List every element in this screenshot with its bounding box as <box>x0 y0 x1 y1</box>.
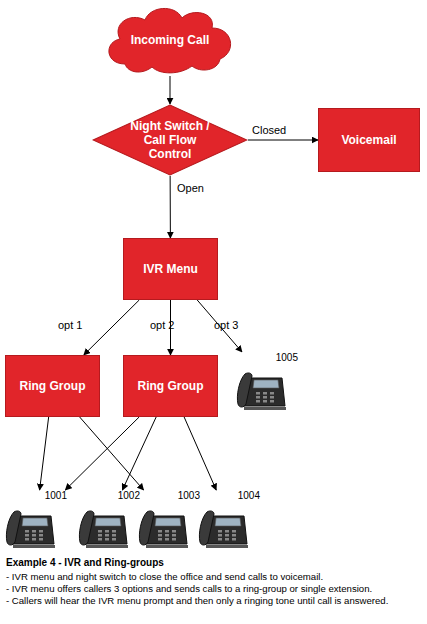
edge-label: Open <box>177 182 204 194</box>
extension-number: 1002 <box>118 490 140 501</box>
title-text: Example 4 - IVR and Ring-groups <box>6 557 164 568</box>
edge-label: Closed <box>252 124 286 136</box>
phone-node: 1002 <box>78 490 140 548</box>
note-line: - Callers will hear the IVR menu prompt … <box>6 595 424 607</box>
process-box: Voicemail <box>318 108 420 172</box>
edge-label: opt 3 <box>214 319 238 331</box>
connector-arrow <box>40 417 49 490</box>
connector-arrow <box>122 417 156 490</box>
connector-arrow <box>65 417 139 490</box>
connector-arrow <box>170 176 171 238</box>
extension-number: 1003 <box>178 490 200 501</box>
shape-fill <box>93 105 247 175</box>
decision-diamond: Night Switch / Call Flow Control <box>92 104 248 176</box>
connector-arrow <box>80 417 144 490</box>
node-text: Ring Group <box>138 379 204 393</box>
connector-arrow <box>197 300 242 352</box>
note-line: - IVR menu offers callers 3 options and … <box>6 583 424 595</box>
process-box: Ring Group <box>5 355 100 417</box>
node-text: Incoming Call <box>131 33 210 47</box>
phone-node: 1004 <box>198 490 260 548</box>
edge-label: opt 2 <box>150 319 174 331</box>
connector-arrow <box>184 417 216 490</box>
notes-block: - IVR menu and night switch to close the… <box>6 571 424 607</box>
cloud-shape: Incoming Call <box>100 4 240 76</box>
node-text: Ring Group <box>20 379 86 393</box>
phone-node: 1001 <box>5 490 67 548</box>
phone-icon <box>198 504 248 548</box>
connector-arrow <box>170 76 171 104</box>
node-text: Voicemail <box>341 133 396 147</box>
node-text: IVR Menu <box>143 262 198 276</box>
phone-icon <box>236 366 286 410</box>
phone-node: 1005 <box>236 352 298 410</box>
process-box: Ring Group <box>123 355 218 417</box>
phone-icon <box>138 504 188 548</box>
phone-icon <box>5 504 55 548</box>
connector-arrow <box>248 140 318 141</box>
shape-fill <box>109 8 231 72</box>
phone-icon <box>78 504 128 548</box>
extension-number: 1005 <box>276 352 298 363</box>
edge-label: opt 1 <box>58 319 82 331</box>
phone-node: 1003 <box>138 490 200 548</box>
process-box: IVR Menu <box>123 238 218 300</box>
extension-number: 1004 <box>238 490 260 501</box>
connector-arrow <box>84 300 139 355</box>
node-text: Night Switch / Call Flow Control <box>126 119 214 161</box>
extension-number: 1001 <box>45 490 67 501</box>
note-line: - IVR menu and night switch to close the… <box>6 571 424 583</box>
